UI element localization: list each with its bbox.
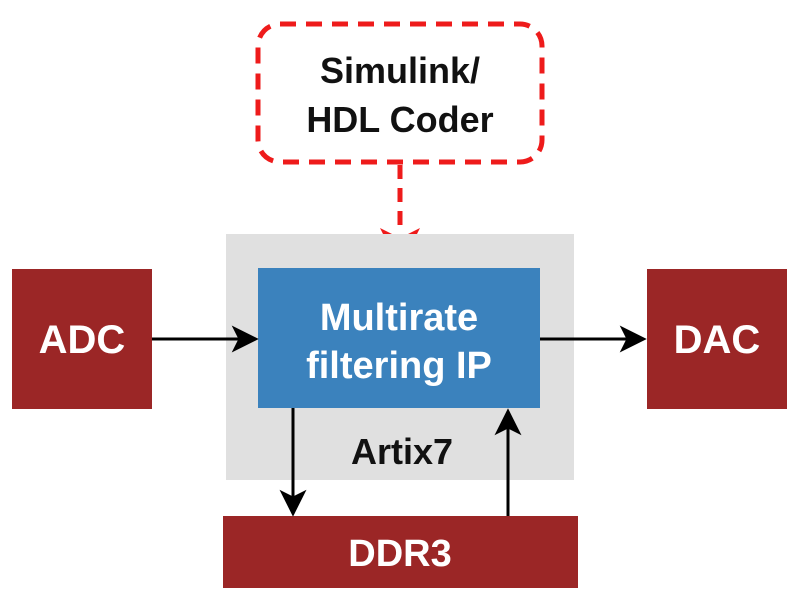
tool-box (255, 21, 545, 165)
ip-label-line2: filtering IP (306, 345, 492, 387)
adc-label: ADC (39, 318, 126, 362)
fpga-label: Artix7 (351, 431, 453, 472)
dac-label: DAC (674, 318, 761, 362)
dac-block (647, 269, 787, 409)
tool-label-line1: Simulink/ (320, 50, 480, 91)
ddr3-block (223, 516, 578, 588)
ddr3-label: DDR3 (348, 533, 451, 575)
tool-label-line2: HDL Coder (306, 99, 493, 140)
ip-label-line1: Multirate (320, 297, 478, 339)
ip-block (258, 268, 540, 408)
adc-block (12, 269, 152, 409)
